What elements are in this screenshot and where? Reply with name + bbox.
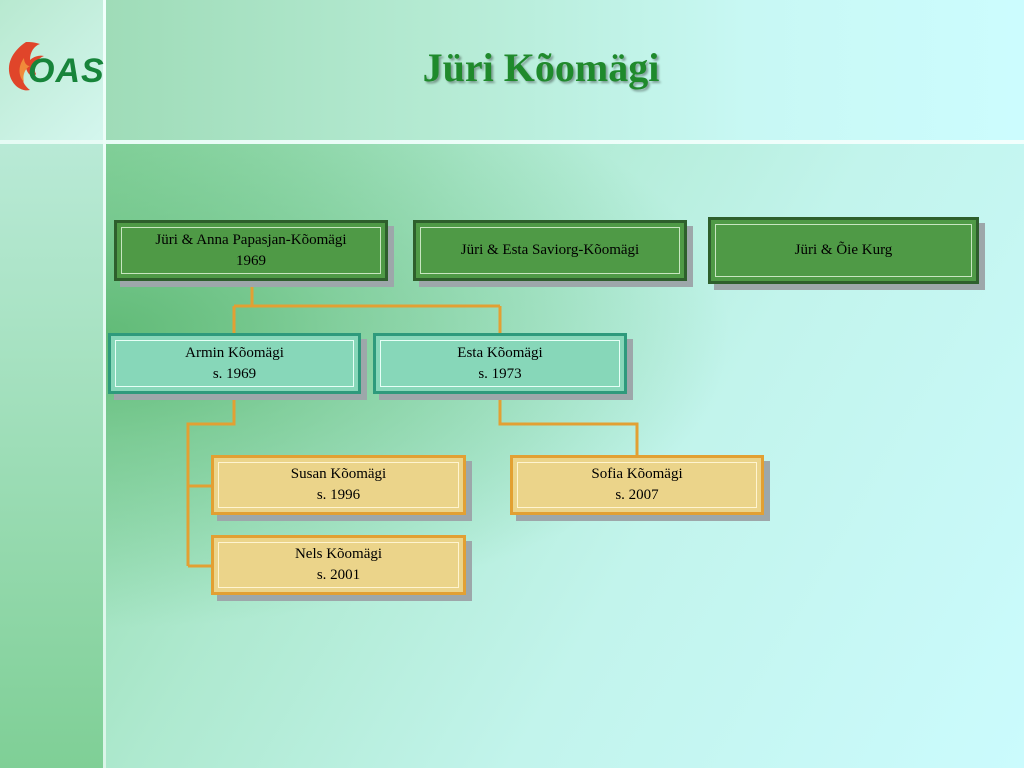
- node-armin: Armin Kõomägi s. 1969: [108, 333, 361, 394]
- logo-text: OAS: [28, 52, 105, 90]
- node-esta-birth: s. 1973: [478, 365, 522, 382]
- node-nels-birth: s. 2001: [316, 567, 361, 583]
- node-couple-esta: Jüri & Esta Saviorg-Kõomägi: [413, 220, 687, 281]
- node-couple-oie-names: Jüri & Õie Kurg: [794, 242, 893, 258]
- page-title: Jüri Kõomägi: [422, 45, 660, 90]
- node-couple-anna-names: Jüri & Anna Papasjan-Kõomägi: [155, 231, 347, 248]
- node-nels-name: Nels Kõomägi: [294, 546, 383, 562]
- node-armin-name: Armin Kõomägi: [185, 344, 284, 361]
- horizontal-divider: [0, 140, 1024, 144]
- node-armin-birth: s. 1969: [212, 365, 257, 382]
- connector-esta-children: [498, 394, 639, 457]
- node-nels: Nels Kõomägi s. 2001: [211, 535, 466, 595]
- connector-couple1-children: [232, 281, 502, 336]
- flame-logo-icon: [8, 42, 45, 91]
- node-esta-name: Esta Kõomägi: [457, 344, 543, 361]
- vertical-divider: [103, 0, 106, 768]
- node-susan: Susan Kõomägi s. 1996: [211, 455, 466, 515]
- node-susan-birth: s. 1996: [316, 487, 361, 503]
- node-susan-name: Susan Kõomägi: [290, 466, 387, 482]
- header-band: [106, 0, 1024, 140]
- node-couple-oie: Jüri & Õie Kurg: [708, 217, 979, 284]
- node-sofia: Sofia Kõomägi s. 2007: [510, 455, 764, 515]
- node-esta: Esta Kõomägi s. 1973: [373, 333, 627, 394]
- node-couple-esta-names: Jüri & Esta Saviorg-Kõomägi: [460, 242, 640, 258]
- node-couple-anna-year: 1969: [236, 252, 266, 269]
- connector-armin-children: [186, 394, 236, 568]
- node-sofia-birth: s. 2007: [615, 487, 659, 503]
- node-couple-anna: Jüri & Anna Papasjan-Kõomägi 1969: [114, 220, 388, 281]
- node-sofia-name: Sofia Kõomägi: [591, 466, 683, 482]
